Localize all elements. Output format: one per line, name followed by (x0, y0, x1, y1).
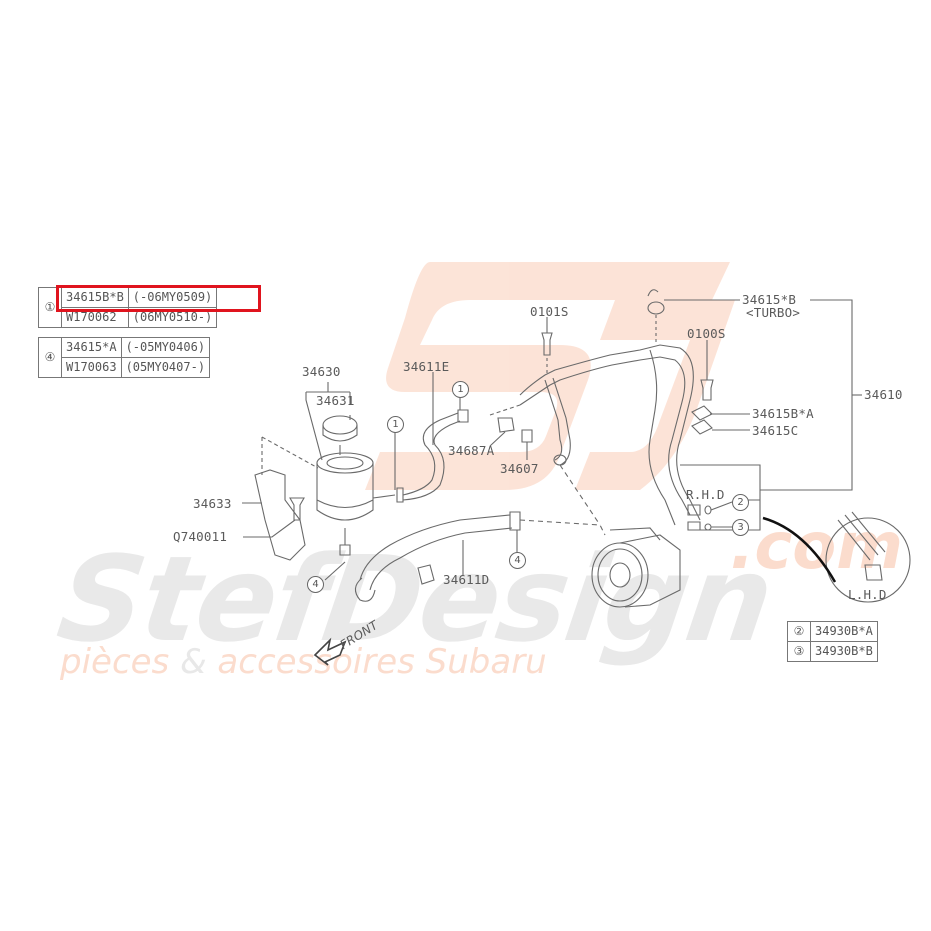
callout-3: 3 (732, 519, 749, 536)
label-lhd: L.H.D (848, 587, 887, 602)
label-Q740011[interactable]: Q740011 (173, 529, 228, 544)
legend-table-top: ① 34615B*B (-06MY0509) W170062 (06MY0510… (38, 287, 218, 328)
tagline-part1: pièces (60, 642, 170, 682)
label-34615C[interactable]: 34615C (752, 423, 799, 438)
tagline-part2: accessoires Subaru (217, 642, 547, 682)
part-number[interactable]: W170062 (61, 307, 129, 328)
legend-row[interactable]: W170062 (06MY0510-) (39, 307, 218, 328)
highlight-box (56, 285, 261, 312)
legend-row[interactable]: W170063 (05MY0407-) (39, 357, 211, 378)
label-34607[interactable]: 34607 (500, 461, 539, 476)
ref-circle-4: ④ (38, 337, 62, 378)
label-turbo: <TURBO> (746, 305, 801, 320)
label-34633[interactable]: 34633 (193, 496, 232, 511)
label-34631[interactable]: 34631 (316, 393, 355, 408)
label-0100S[interactable]: 0100S (687, 326, 726, 341)
label-34630[interactable]: 34630 (302, 364, 341, 379)
label-34615BA[interactable]: 34615B*A (752, 406, 814, 421)
label-34611E[interactable]: 34611E (403, 359, 450, 374)
label-0101S[interactable]: 0101S (530, 304, 569, 319)
legend-table-top-2: ④ 34615*A (-05MY0406) W170063 (05MY0407-… (38, 337, 211, 378)
model-year-range: (06MY0510-) (127, 307, 218, 328)
legend-row[interactable]: ③ 34930B*B (787, 641, 878, 662)
domain-watermark: .com (730, 510, 903, 584)
callout-2: 2 (732, 494, 749, 511)
ref-circle-3: ③ (787, 641, 811, 662)
label-34611D[interactable]: 34611D (443, 572, 490, 587)
tagline-watermark: pièces & accessoires Subaru (60, 645, 547, 679)
legend-row[interactable]: ④ 34615*A (-05MY0406) (38, 337, 211, 378)
part-number[interactable]: 34930B*B (810, 641, 878, 662)
label-rhd: R.H.D (686, 487, 725, 502)
part-number[interactable]: W170063 (61, 357, 122, 378)
ref-circle-2: ② (787, 621, 811, 642)
legend-table-bottom: ② 34930B*A ③ 34930B*B (787, 621, 878, 662)
part-number[interactable]: 34615B*B (61, 287, 129, 308)
legend-row[interactable]: ② 34930B*A (787, 621, 878, 642)
label-34610[interactable]: 34610 (864, 387, 903, 402)
model-year-range: (-05MY0406) (120, 337, 211, 358)
callout-1: 1 (452, 381, 469, 398)
callout-1b: 1 (387, 416, 404, 433)
label-34687A[interactable]: 34687A (448, 443, 495, 458)
tagline-ampersand: & (180, 642, 207, 682)
part-number[interactable]: 34930B*A (810, 621, 878, 642)
label-34615B-turbo[interactable]: 34615*B (742, 292, 797, 307)
callout-4b: 4 (509, 552, 526, 569)
callout-4a: 4 (307, 576, 324, 593)
model-year-range: (-06MY0509) (127, 287, 218, 308)
model-year-range: (05MY0407-) (120, 357, 211, 378)
part-number[interactable]: 34615*A (61, 337, 122, 358)
